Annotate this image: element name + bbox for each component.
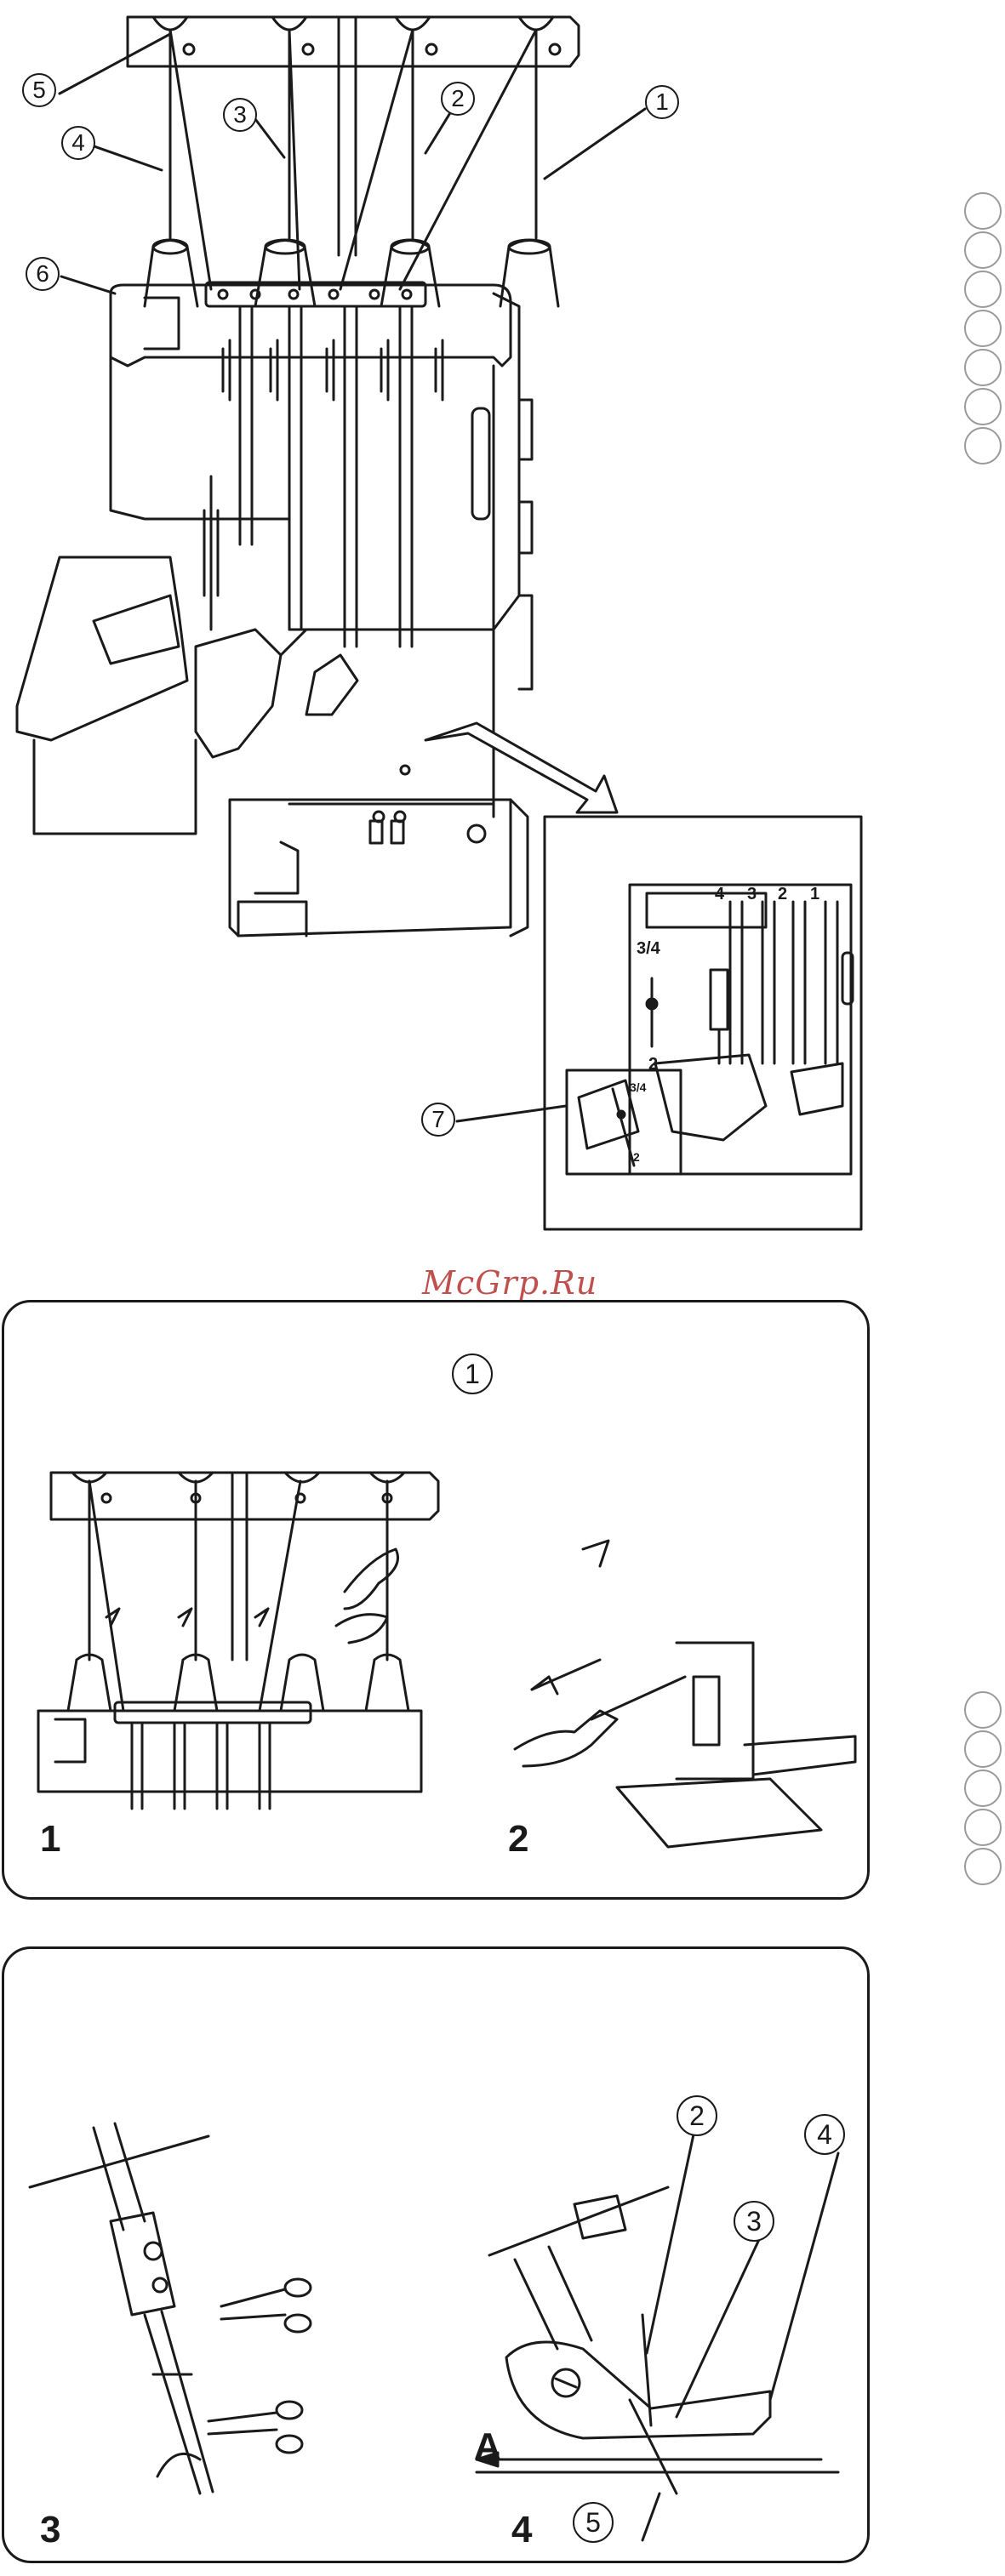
sidebar-dot [964,271,1002,308]
panel2-line-drawing [4,1949,872,2566]
callout-1: 1 [645,85,679,119]
callout-7: 7 [421,1103,455,1137]
callout-6: 6 [26,257,60,291]
step-2-label: 2 [508,1818,528,1861]
callout-3: 3 [223,98,257,132]
inset-thread-2: 2 [778,885,787,904]
sidebar-dot [964,388,1002,425]
arrow-label-a: A [474,2425,501,2468]
sidebar-dot [964,1848,1002,1885]
inset-thread-1: 1 [810,885,819,904]
mini-marker-2: 2 [633,1150,640,1164]
inset-thread-3: 3 [747,885,757,904]
serger-line-drawing [0,0,1005,1242]
sidebar-dot [964,192,1002,230]
callout-2: 2 [441,82,475,116]
panel2-callout-5: 5 [573,2502,614,2543]
panel-steps-3-4: 2 3 4 5 A 3 4 [2,1946,870,2563]
panel2-callout-3: 3 [734,2201,774,2242]
sidebar-dot [964,1691,1002,1729]
sidebar-dot [964,427,1002,464]
step-1-label: 1 [40,1818,60,1861]
panel1-callout-1: 1 [452,1354,493,1394]
inset-marker-3-4: 3/4 [637,939,660,959]
panel2-callout-2: 2 [677,2095,717,2136]
sidebar-dot [964,1730,1002,1768]
sidebar-dot [964,231,1002,269]
inset-thread-4: 4 [715,885,724,904]
panel2-callout-4: 4 [804,2114,845,2155]
sidebar-dot [964,1770,1002,1807]
callout-4: 4 [61,126,95,160]
sidebar-dot [964,1809,1002,1846]
panel1-line-drawing [4,1302,872,1902]
sidebar-dot [964,310,1002,347]
step-3-label: 3 [40,2509,60,2551]
callout-5: 5 [22,73,56,107]
mini-marker-3-4: 3/4 [630,1080,646,1094]
inset-marker-2: 2 [648,1055,658,1074]
panel-steps-1-2: 1 1 2 [2,1300,870,1900]
sidebar-dot [964,349,1002,386]
watermark-text: McGrp.Ru [422,1264,597,1302]
step-4-label: 4 [511,2509,532,2551]
